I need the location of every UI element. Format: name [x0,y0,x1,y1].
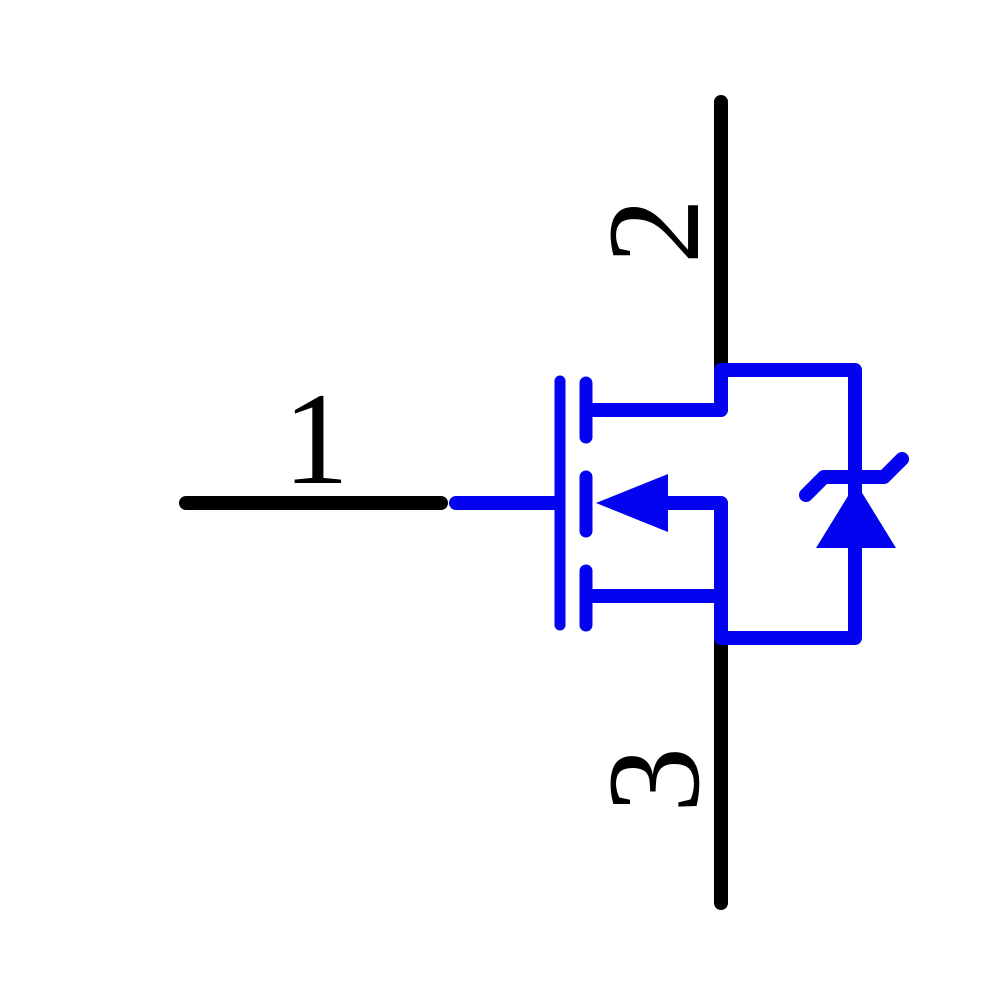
pin-leads [179,95,728,910]
mosfet-fills [596,474,896,548]
zener-anode-triangle-icon [816,483,896,548]
mosfet-body [449,363,909,645]
pin-2-label: 2 [580,198,727,264]
pin-3-label: 3 [580,747,727,813]
pin-labels: 1 2 3 [283,198,727,813]
zener-cathode-bar [799,452,909,502]
pin-1-label: 1 [283,365,349,512]
channel-arrow-icon [596,474,668,532]
